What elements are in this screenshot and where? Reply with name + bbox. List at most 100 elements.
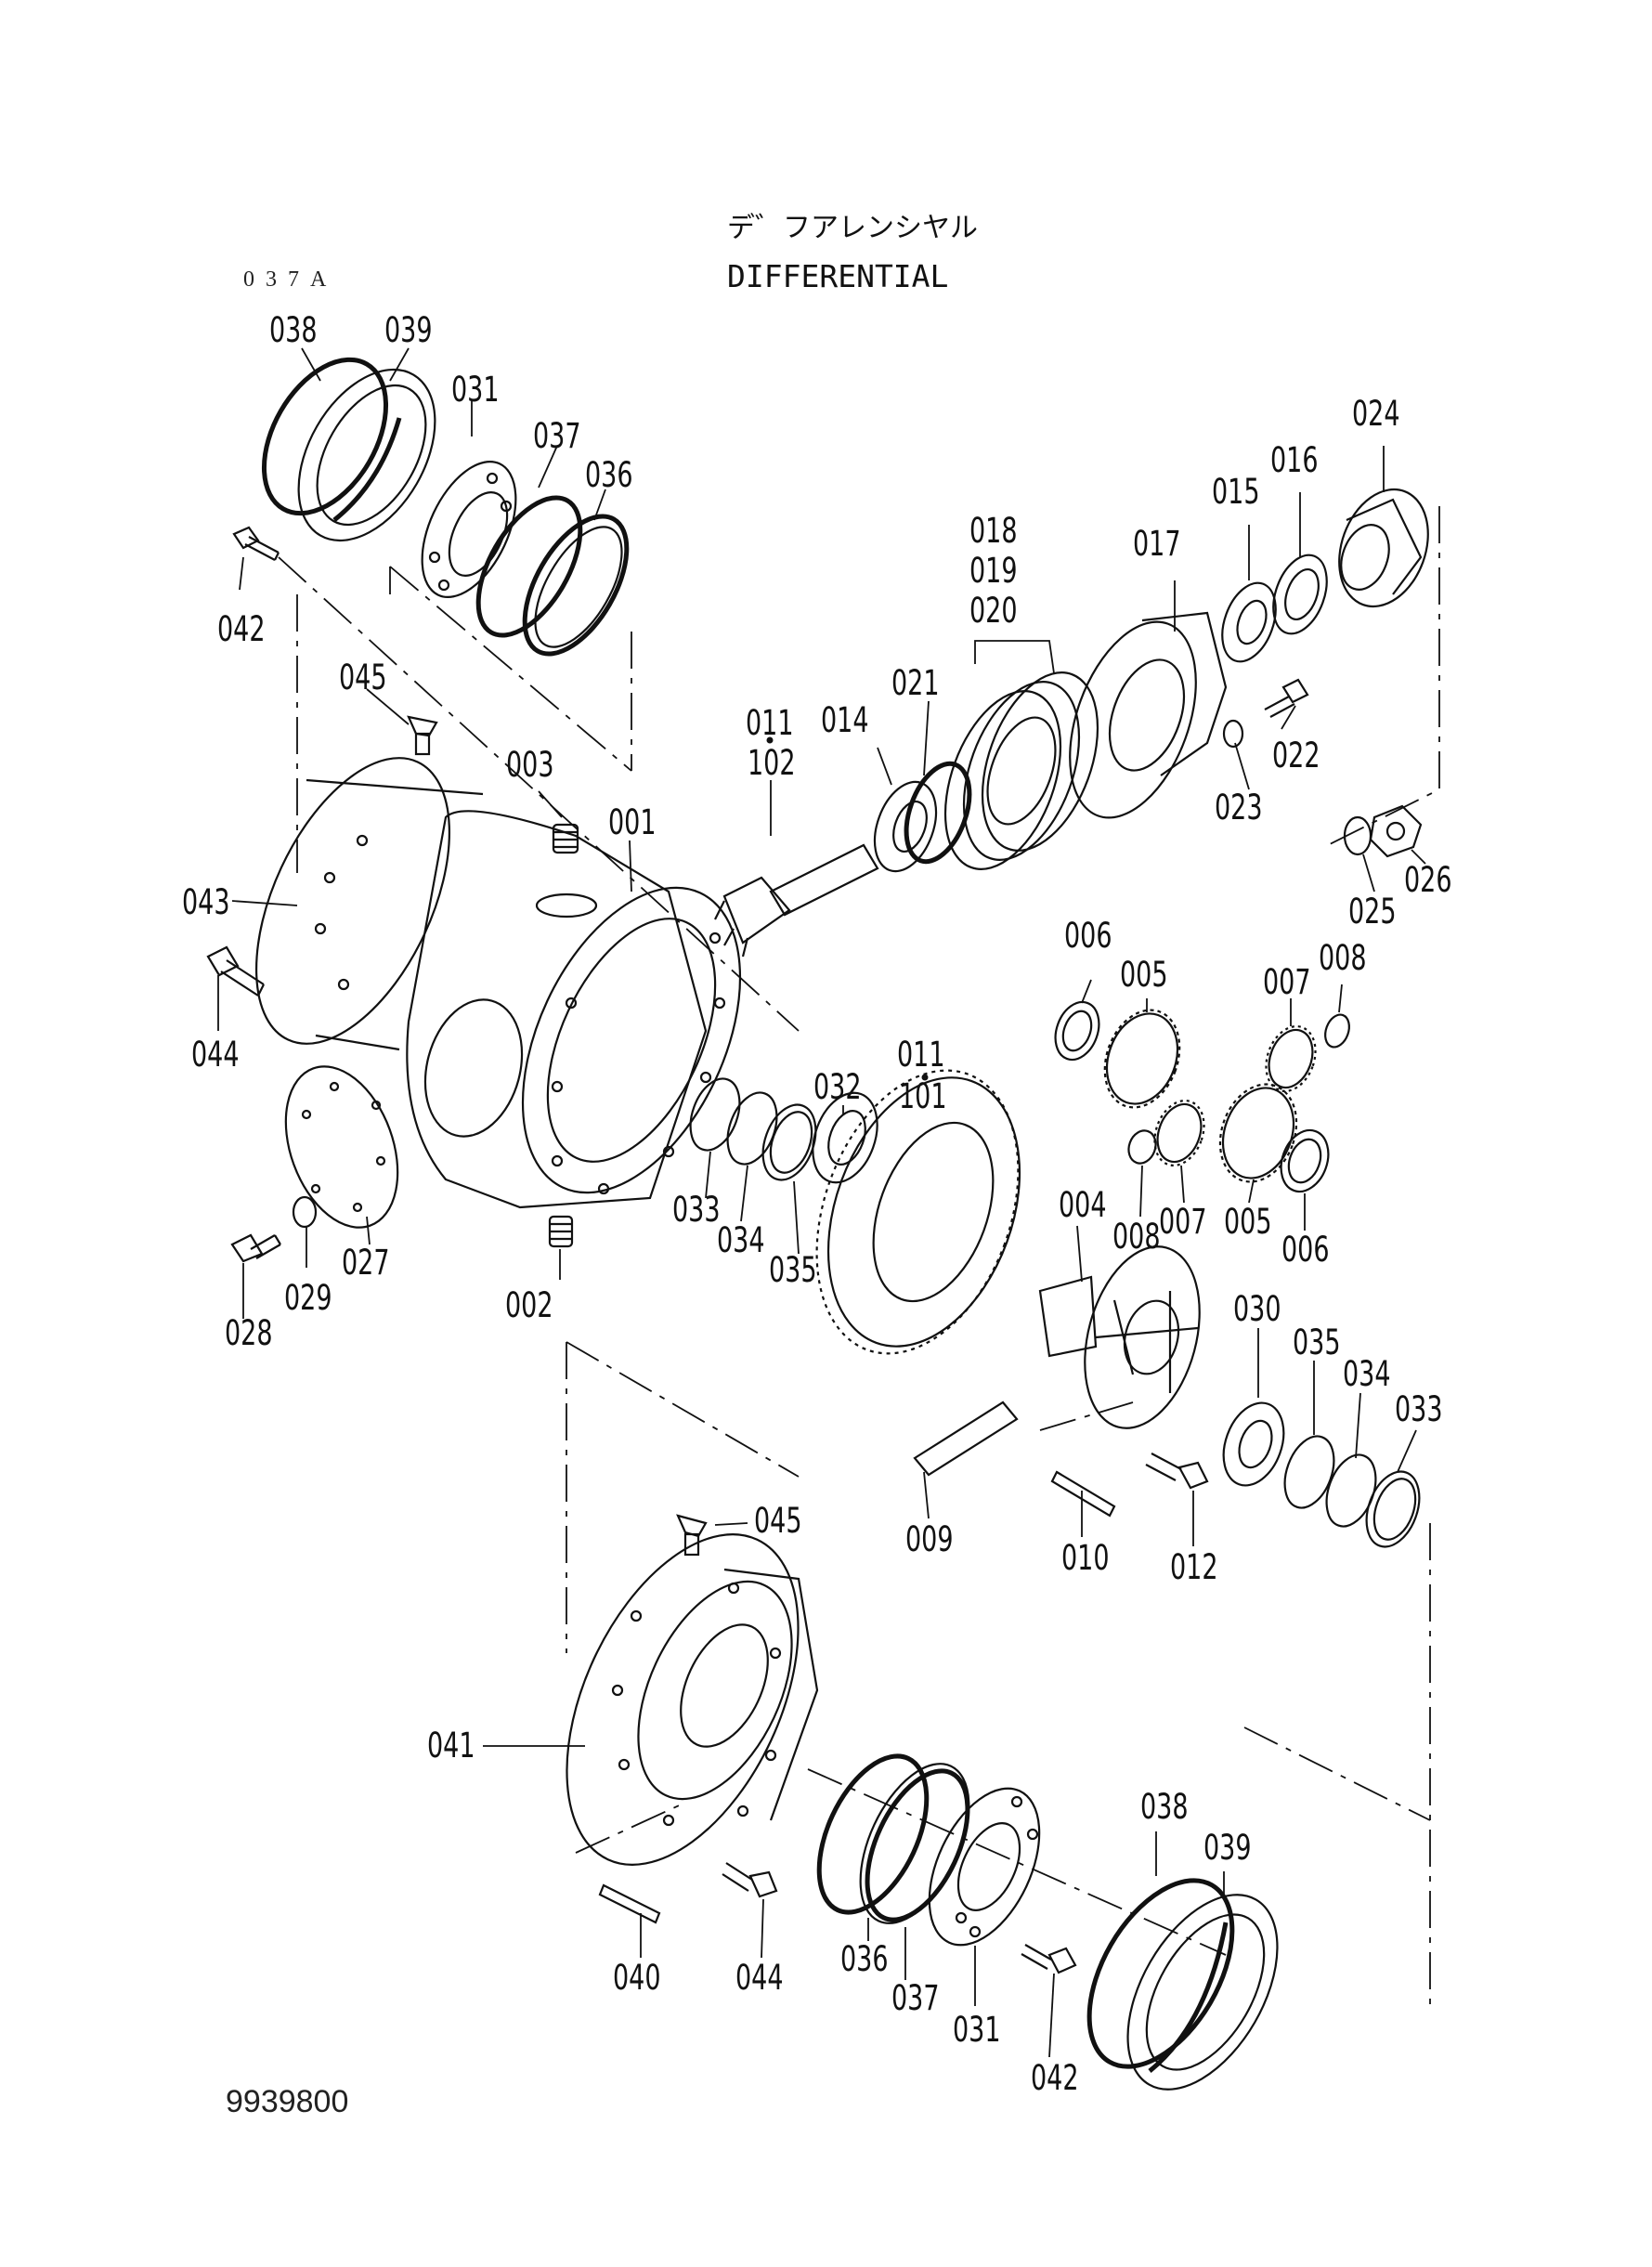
callout-026: 026 bbox=[1404, 860, 1452, 901]
callout-014: 014 bbox=[821, 700, 869, 741]
diagram-title-japanese: デ゛フアレンシヤル bbox=[727, 212, 978, 244]
drive-pinion-shaft-011-102 bbox=[714, 843, 879, 958]
diagram-title: DIFFERENTIAL bbox=[727, 258, 949, 294]
grease-nipple-045-upper bbox=[407, 715, 438, 756]
thrust-washer-008-lower bbox=[1127, 1129, 1157, 1165]
callout-035-right: 035 bbox=[1293, 1322, 1341, 1363]
o-ring-037-upper bbox=[475, 495, 583, 638]
callout-011-pinion: 011 bbox=[746, 703, 794, 744]
callout-043: 043 bbox=[182, 882, 230, 923]
callout-035: 035 bbox=[769, 1250, 817, 1291]
differential-housing-001 bbox=[406, 810, 742, 1209]
retaining-ring-038-upper bbox=[261, 357, 389, 516]
callout-044: 044 bbox=[191, 1035, 240, 1075]
callout-102: 102 bbox=[748, 743, 796, 784]
callout-034: 034 bbox=[717, 1220, 765, 1261]
callout-039-lower: 039 bbox=[1203, 1828, 1252, 1869]
callout-008-upper: 008 bbox=[1319, 938, 1367, 979]
shim-033-left bbox=[689, 1077, 741, 1152]
pinion-shaft-009 bbox=[913, 1401, 1019, 1477]
callout-038-lower: 038 bbox=[1140, 1787, 1189, 1828]
washer-029 bbox=[292, 1195, 318, 1229]
callout-007-lower: 007 bbox=[1159, 1202, 1207, 1243]
differential-housing-side-041 bbox=[566, 1533, 819, 1866]
shim-035-right bbox=[1283, 1435, 1335, 1509]
callout-037: 037 bbox=[533, 416, 581, 457]
drain-plug-002 bbox=[548, 1215, 574, 1248]
callout-045-lower: 045 bbox=[754, 1501, 802, 1542]
callout-101: 101 bbox=[899, 1076, 947, 1117]
callout-041: 041 bbox=[427, 1726, 475, 1766]
bolt-022 bbox=[1264, 678, 1309, 718]
thrust-washer-006-lower bbox=[1280, 1128, 1330, 1193]
assembly-centerlines bbox=[278, 506, 1440, 2006]
callout-006-lower: 006 bbox=[1281, 1230, 1330, 1270]
callout-036-lower: 036 bbox=[840, 1939, 889, 1980]
callout-036: 036 bbox=[585, 455, 633, 496]
drawing-number: 9939800 bbox=[226, 2084, 349, 2119]
callout-001: 001 bbox=[608, 802, 657, 843]
thrust-washer-006-upper bbox=[1054, 1000, 1100, 1062]
shim-036-upper bbox=[522, 514, 630, 657]
leader-lines bbox=[217, 347, 1426, 2058]
assembly-dot-011-101 bbox=[921, 1074, 929, 1081]
lock-nut-039-upper bbox=[297, 368, 436, 542]
pinion-gear-007-upper bbox=[1265, 1025, 1317, 1092]
shim-034-left bbox=[726, 1091, 778, 1166]
callout-045: 045 bbox=[339, 658, 387, 698]
callout-016: 016 bbox=[1270, 440, 1319, 481]
pin-010 bbox=[1050, 1470, 1116, 1518]
bearing-cage-031-upper bbox=[421, 461, 517, 598]
callout-032: 032 bbox=[813, 1067, 862, 1108]
callout-009: 009 bbox=[905, 1519, 954, 1560]
callout-034-right: 034 bbox=[1343, 1354, 1391, 1395]
assembly-dot-011-102 bbox=[766, 736, 774, 744]
grease-nipple-045-lower bbox=[676, 1514, 708, 1557]
callout-040: 040 bbox=[613, 1958, 661, 1999]
dowel-pin-040 bbox=[598, 1883, 661, 1924]
flange-nut-026 bbox=[1369, 804, 1423, 858]
callout-031-lower: 031 bbox=[953, 2010, 1001, 2051]
bolt-042-lower bbox=[1021, 1944, 1077, 1974]
callout-005-lower: 005 bbox=[1224, 1202, 1272, 1243]
callout-033-right: 033 bbox=[1395, 1389, 1443, 1430]
side-gear-005-upper bbox=[1103, 1009, 1181, 1109]
callout-010: 010 bbox=[1061, 1538, 1110, 1579]
callout-003: 003 bbox=[506, 745, 554, 786]
callout-027: 027 bbox=[342, 1243, 390, 1283]
callout-017: 017 bbox=[1133, 524, 1181, 565]
callout-028: 028 bbox=[225, 1313, 273, 1354]
callout-023: 023 bbox=[1215, 788, 1263, 828]
pinion-cage-017 bbox=[1069, 611, 1228, 819]
callout-018: 018 bbox=[969, 511, 1018, 552]
callout-012: 012 bbox=[1170, 1547, 1218, 1588]
callout-004: 004 bbox=[1059, 1185, 1107, 1226]
bearing-015 bbox=[1221, 581, 1277, 663]
bearing-030 bbox=[1222, 1401, 1285, 1487]
shim-036-lower bbox=[816, 1753, 930, 1915]
callout-022: 022 bbox=[1272, 736, 1320, 776]
callout-044-lower: 044 bbox=[735, 1958, 784, 1999]
shim-033-right bbox=[1365, 1470, 1421, 1548]
side-gear-005-lower bbox=[1218, 1083, 1298, 1183]
callout-011-ring-gear: 011 bbox=[897, 1035, 945, 1075]
bolt-044-lower bbox=[722, 1862, 778, 1898]
ring-gear-011-101 bbox=[815, 1069, 1021, 1355]
bolt-028 bbox=[230, 1233, 281, 1263]
o-ring-037-lower bbox=[859, 1763, 970, 1924]
callout-006-upper: 006 bbox=[1064, 916, 1112, 957]
callout-039: 039 bbox=[384, 310, 433, 351]
callout-025: 025 bbox=[1348, 892, 1397, 932]
callout-002: 002 bbox=[505, 1285, 553, 1326]
callout-020: 020 bbox=[969, 591, 1018, 632]
callout-038: 038 bbox=[269, 310, 318, 351]
differential-housing-043-cover bbox=[254, 757, 484, 1051]
callout-024: 024 bbox=[1352, 394, 1400, 435]
differential-case-004 bbox=[1038, 1245, 1201, 1429]
callout-037-lower: 037 bbox=[891, 1978, 940, 2019]
callout-030: 030 bbox=[1233, 1289, 1281, 1330]
o-ring-025 bbox=[1343, 815, 1372, 856]
oil-seal-016 bbox=[1272, 554, 1328, 635]
